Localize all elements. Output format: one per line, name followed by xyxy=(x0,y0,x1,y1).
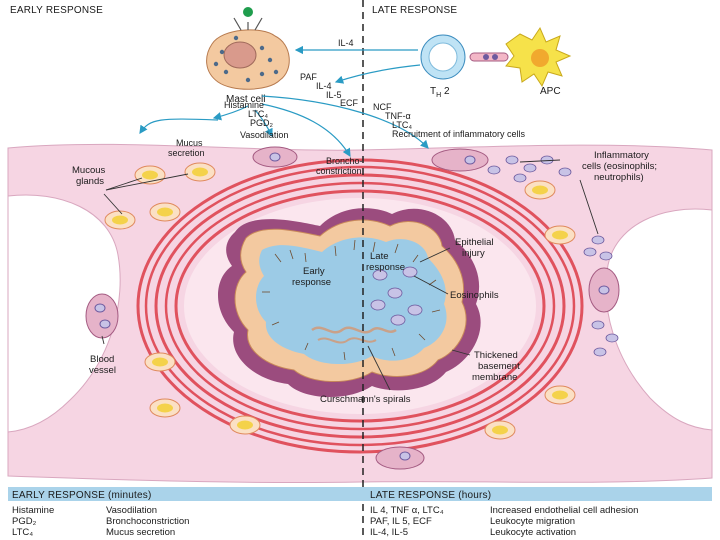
recruitment-label: Recruitment of inflammatory cells xyxy=(392,129,526,139)
blood-vessel-bottom xyxy=(375,446,425,470)
mucous-glands-label-2: glands xyxy=(76,176,104,187)
inflammatory-cells-label-2: cells (eosinophils; xyxy=(582,161,657,172)
apc-cell xyxy=(505,26,572,88)
il5-label: IL-5 xyxy=(326,90,342,100)
signal-arrows xyxy=(139,45,429,158)
mucous-glands-right xyxy=(484,180,576,440)
late-response-header: LATE RESPONSE xyxy=(372,5,457,16)
curschmann-spiral-2 xyxy=(317,337,377,344)
th2-cell xyxy=(420,34,466,80)
blood-vessel-label-2: vessel xyxy=(89,365,116,376)
early-table-header: EARLY RESPONSE (minutes) xyxy=(12,490,151,501)
bronchoconstriction-label-1: Broncho- xyxy=(326,156,363,166)
late-table-header: LATE RESPONSE (hours) xyxy=(370,490,491,501)
early-effect-2: Bronchoconstriction xyxy=(106,516,189,527)
early-mediator-2: PGD₂ xyxy=(12,516,37,527)
mucous-glands xyxy=(104,162,261,435)
early-response-label-1: Early xyxy=(303,266,325,277)
thickened-membrane-label-2: basement xyxy=(478,361,520,372)
lumen-eosinophils xyxy=(370,266,423,326)
blood-vessel-right-top xyxy=(431,148,489,172)
blood-vessel-right xyxy=(588,267,620,313)
ltc4-late-label: LTC₄ xyxy=(392,120,412,130)
tnf-label: TNF-α xyxy=(385,111,411,121)
inflammatory-cells xyxy=(487,155,619,357)
blood-vessel-top xyxy=(252,146,298,168)
thickened-membrane-label-1: Thickened xyxy=(474,350,518,361)
smooth-muscle-rings xyxy=(136,158,584,454)
il4-top-label: IL-4 xyxy=(338,38,354,48)
early-effect-1: Vasodilation xyxy=(106,505,157,516)
leader-lines xyxy=(101,159,599,391)
airway-lumen xyxy=(256,237,447,365)
late-mediator-3: IL-4, IL-5 xyxy=(370,527,408,538)
late-response-label-1: Late xyxy=(370,251,389,262)
late-mediator-1: IL 4, TNF α, LTC₄ xyxy=(370,505,444,516)
late-response-label-2: response xyxy=(366,262,405,273)
connective-space-right xyxy=(605,208,713,431)
curschmann-spiral xyxy=(311,326,397,334)
ige-receptor-icon xyxy=(233,7,263,31)
mast-cell-label: Mast cell xyxy=(226,94,265,105)
late-mediator-2: PAF, IL 5, ECF xyxy=(370,516,432,527)
mucous-glands-label-1: Mucous xyxy=(72,165,106,176)
late-effect-1: Increased endothelial cell adhesion xyxy=(490,505,638,516)
bronchoconstriction-label-2: constriction xyxy=(316,166,362,176)
inflammatory-cells-label-1: Inflammatory xyxy=(594,150,649,161)
curschmann-label: Curschmann's spirals xyxy=(320,394,411,405)
epithelial-injury-label-2: injury xyxy=(462,248,485,259)
eosinophils-label: Eosinophils xyxy=(450,290,499,301)
cilia xyxy=(262,239,441,361)
mucus-secretion-label-1: Mucus xyxy=(176,138,203,148)
early-mediator-1: Histamine xyxy=(12,505,54,516)
table-band xyxy=(8,487,712,501)
paf-label: PAF xyxy=(300,72,317,82)
early-mediator-3: LTC₄ xyxy=(12,527,33,538)
late-effect-2: Leukocyte migration xyxy=(490,516,575,527)
ncf-label: NCF xyxy=(373,102,392,112)
apc-label: APC xyxy=(540,86,561,97)
early-response-header: EARLY RESPONSE xyxy=(10,5,103,16)
epithelial-injury-label-1: Epithelial xyxy=(455,237,494,248)
inflammatory-cells-label-3: neutrophils) xyxy=(594,172,644,183)
early-response-label-2: response xyxy=(292,277,331,288)
late-effect-3: Leukocyte activation xyxy=(490,527,576,538)
il4-label: IL-4 xyxy=(316,81,332,91)
vasodilation-label: Vasodilation xyxy=(240,130,288,140)
blood-vessel-label-1: Blood xyxy=(90,354,114,365)
pgd2-label: PGD₂ xyxy=(250,118,274,128)
th2-label: TH 2 xyxy=(430,86,450,99)
thickened-membrane-label-3: membrane xyxy=(472,372,517,383)
blood-vessel-left xyxy=(85,293,119,339)
mast-cell xyxy=(206,29,290,90)
histamine-label: Histamine xyxy=(224,100,264,110)
mucus-secretion-label-2: secretion xyxy=(168,148,205,158)
ltc4-label: LTC₄ xyxy=(248,109,268,119)
tcr-mhc-binding-icon xyxy=(469,52,509,62)
ecf-label: ECF xyxy=(340,98,359,108)
early-effect-3: Mucus secretion xyxy=(106,527,175,538)
